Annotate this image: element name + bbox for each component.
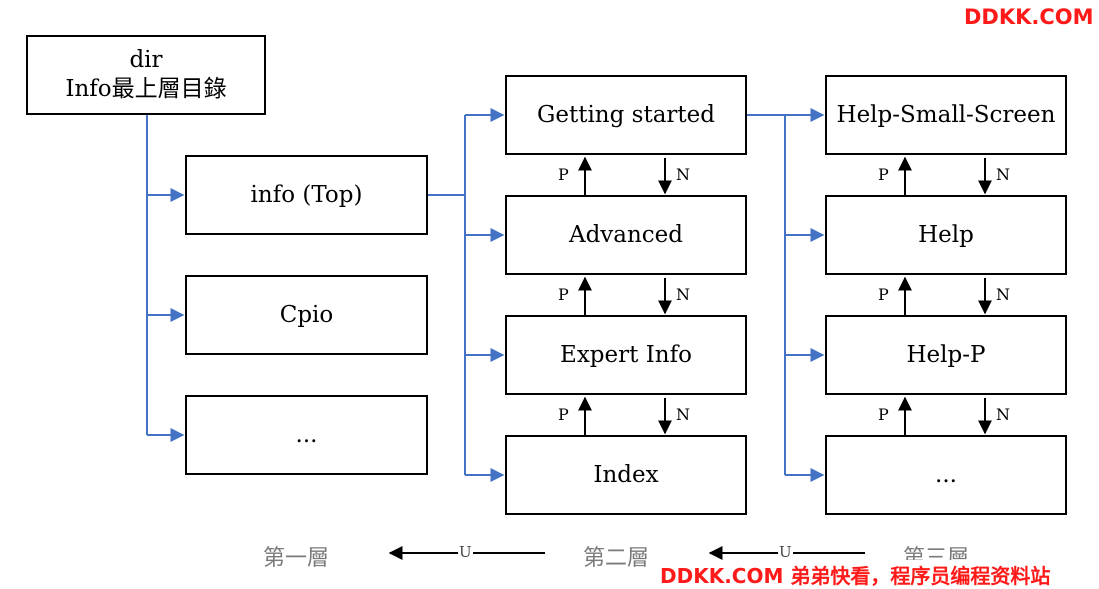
dir-node: dir Info最上層目錄 bbox=[26, 35, 266, 115]
next-label: N bbox=[676, 405, 690, 424]
next-label: N bbox=[996, 405, 1010, 424]
node-label: Getting started bbox=[536, 101, 715, 128]
next-label: N bbox=[996, 165, 1010, 184]
node-help-p: Help-P bbox=[825, 315, 1067, 395]
node-label: Advanced bbox=[568, 221, 684, 248]
next-label: N bbox=[676, 165, 690, 184]
prev-label: P bbox=[878, 165, 889, 184]
prev-label: P bbox=[558, 165, 569, 184]
node-getting-started: Getting started bbox=[505, 75, 747, 155]
node-label: Help-P bbox=[906, 341, 986, 368]
prev-label: P bbox=[878, 285, 889, 304]
prev-label: P bbox=[558, 405, 569, 424]
node-label: Cpio bbox=[279, 301, 334, 328]
node-label: Expert Info bbox=[560, 341, 692, 368]
node-advanced: Advanced bbox=[505, 195, 747, 275]
level-first-label: 第一層 bbox=[263, 546, 330, 571]
node-ellipsis-1: ... bbox=[185, 395, 428, 475]
watermark-bottom: DDKK.COM 弟弟快看，程序员编程资料站 bbox=[658, 560, 1053, 589]
node-index: Index bbox=[505, 435, 747, 515]
level-second-label: 第二層 bbox=[583, 546, 650, 571]
next-label: N bbox=[996, 285, 1010, 304]
up-label: U bbox=[778, 543, 793, 561]
dir-node-title: dir bbox=[129, 47, 163, 74]
node-label: Index bbox=[593, 461, 659, 488]
node-label: info (Top) bbox=[250, 181, 363, 208]
node-help: Help bbox=[825, 195, 1067, 275]
next-label: N bbox=[676, 285, 690, 304]
node-label: Help-Small-Screen bbox=[836, 101, 1056, 128]
watermark-top: DDKK.COM bbox=[964, 5, 1094, 29]
prev-label: P bbox=[878, 405, 889, 424]
node-ellipsis-3: ... bbox=[825, 435, 1067, 515]
dir-node-subtitle: Info最上層目錄 bbox=[65, 76, 227, 102]
node-cpio: Cpio bbox=[185, 275, 428, 355]
node-label: ... bbox=[935, 461, 957, 488]
prev-label: P bbox=[558, 285, 569, 304]
node-label: Help bbox=[918, 221, 974, 248]
node-expert-info: Expert Info bbox=[505, 315, 747, 395]
up-label: U bbox=[458, 543, 473, 561]
node-info-top: info (Top) bbox=[185, 155, 428, 235]
node-label: ... bbox=[295, 421, 318, 448]
node-help-small-screen: Help-Small-Screen bbox=[825, 75, 1067, 155]
